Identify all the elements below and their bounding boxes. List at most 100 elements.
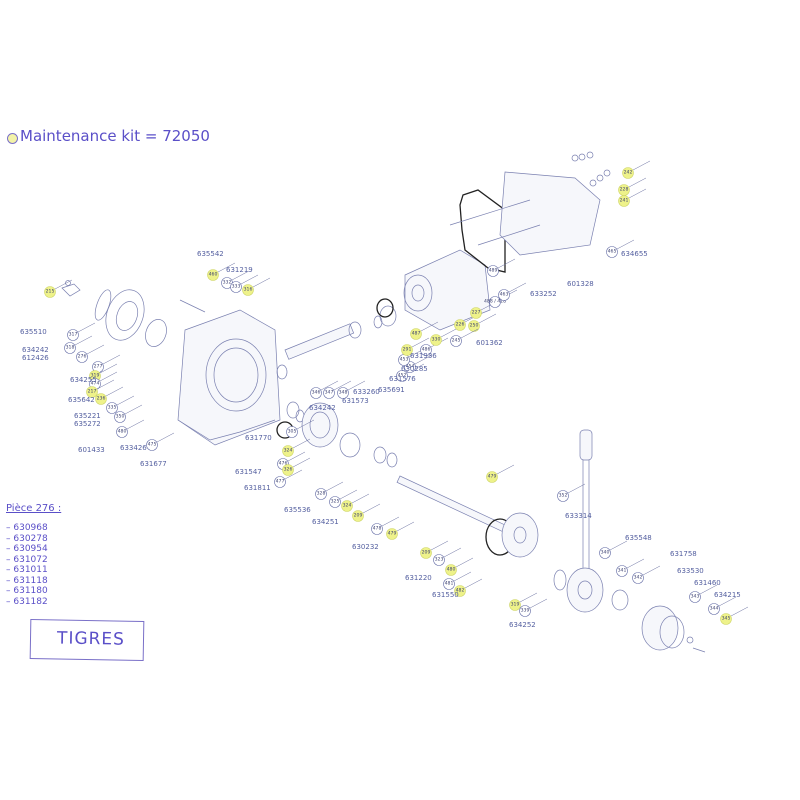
leader-line — [381, 516, 400, 527]
leader-line — [699, 584, 718, 595]
callout-bubble — [443, 578, 455, 590]
callout-ref: 352 — [559, 493, 568, 499]
callout-343: 343 — [689, 584, 718, 603]
note-item-value: 630954 — [13, 544, 48, 554]
callout-330: 330 — [430, 327, 459, 346]
part-number: 631576 — [389, 375, 416, 383]
callout-bubble — [557, 490, 569, 502]
kit-callout-bubble — [282, 464, 294, 476]
callout-ref: 236 — [97, 396, 106, 402]
part-number: 601328 — [567, 280, 594, 288]
callout-ref: 453 — [400, 357, 409, 363]
callout-bubble — [519, 605, 531, 617]
callout-ref: 335 — [108, 405, 117, 411]
callout-ref: 344 — [710, 606, 719, 612]
kit-callout-bubble — [454, 585, 466, 597]
callout-ref: 350 — [116, 414, 125, 420]
leader-line — [529, 598, 548, 609]
callout-bubble — [420, 344, 432, 356]
note-list: – 630968 – 630278 – 630954 – 631072 – 63… — [6, 523, 48, 607]
part-number: 633530 — [677, 567, 704, 575]
leader-line — [296, 419, 315, 430]
kit-callout-bubble — [468, 320, 480, 332]
callout-ref: 317 — [69, 332, 78, 338]
leader-line — [116, 395, 135, 406]
callout-479: 479 — [486, 464, 515, 483]
note-item: – 631118 — [6, 575, 48, 586]
leader-line — [616, 239, 635, 250]
leader-line — [217, 262, 236, 273]
motor-flange — [403, 274, 433, 312]
leader-line — [126, 419, 145, 430]
callout-479: 479 — [386, 521, 415, 540]
callout-ref: 345 — [722, 616, 731, 622]
kit-marker-icon — [7, 133, 18, 144]
leader-line — [464, 578, 483, 589]
flywheel-hub — [577, 580, 593, 600]
callout-ref: 479 — [488, 474, 497, 480]
callout-ref: 227 — [472, 310, 481, 316]
part-number: 635542 — [197, 250, 224, 258]
callout-324: 324 — [282, 438, 311, 457]
leader-line — [362, 503, 381, 514]
kit-callout-bubble — [420, 547, 432, 559]
callout-ref: 228 — [620, 187, 629, 193]
note-item-value: 630968 — [13, 523, 48, 533]
callout-350: 350 — [114, 404, 143, 423]
callout-348: 348 — [337, 380, 366, 399]
callout-346: 346 — [310, 380, 339, 399]
callout-ref: 333 — [232, 284, 241, 290]
callout-319: 319 — [509, 592, 538, 611]
leader-line — [414, 354, 433, 365]
note-item: – 631182 — [6, 596, 48, 607]
leader-line — [497, 258, 516, 269]
callout-480: 480 — [116, 419, 145, 438]
input-shaft-group — [276, 298, 397, 380]
part-number: 635642 — [68, 396, 95, 404]
callout-ref: 276 — [78, 354, 87, 360]
callout-228: 228 — [618, 177, 647, 196]
callout-bubble — [599, 547, 611, 559]
callout-bubble — [286, 426, 298, 438]
callout-335: 335 — [106, 395, 135, 414]
callout-463: 463 — [498, 282, 527, 301]
callout-ref: 476 — [279, 461, 288, 467]
cover-gasket — [459, 189, 506, 273]
leader-line — [240, 274, 259, 285]
part-number: 633252 — [530, 290, 557, 298]
callout-bubble — [396, 370, 408, 382]
leader-line — [54, 279, 73, 290]
leader-line — [292, 438, 311, 449]
part-number: 634242 — [309, 404, 336, 412]
callout-209: 209 — [420, 540, 449, 559]
callout-bubble — [114, 411, 126, 423]
bearing — [348, 321, 362, 339]
part-number: 631573 — [342, 397, 369, 405]
circlip — [373, 315, 383, 329]
kit-callout-bubble — [622, 167, 634, 179]
callout-326: 326 — [282, 457, 311, 476]
callout-ref: 330 — [432, 337, 441, 343]
stud — [477, 224, 541, 246]
callout-344: 344 — [708, 596, 737, 615]
part-number: 601433 — [78, 446, 105, 454]
washer — [589, 179, 597, 187]
callout-bubble — [708, 603, 720, 615]
housing-bore-inner — [213, 347, 259, 403]
callout-bubble — [315, 488, 327, 500]
callout-478: 478 — [371, 516, 400, 535]
callout-ref: 489 — [489, 268, 498, 274]
callout-ref: 477 — [276, 479, 285, 485]
callout-bubble — [337, 387, 349, 399]
note-item: – 631072 — [6, 554, 48, 565]
callout-bubble — [310, 387, 322, 399]
part-number: 635510 — [20, 328, 47, 336]
input-shaft — [284, 323, 355, 360]
part-number: 633426 — [120, 444, 147, 452]
kit-callout-bubble — [386, 528, 398, 540]
kit-callout-bubble — [486, 471, 498, 483]
callout-ref: 305 — [288, 429, 297, 435]
callout-316: 316 — [242, 277, 271, 296]
callout-bubble — [230, 281, 242, 293]
